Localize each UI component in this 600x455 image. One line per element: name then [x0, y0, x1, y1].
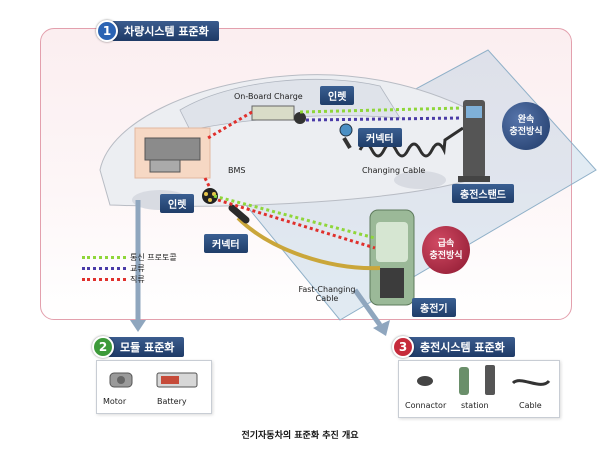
section-3-header: 3 충전시스템 표준화 — [392, 336, 515, 358]
module-item-battery: Battery — [157, 397, 187, 406]
section-2-title: 모듈 표준화 — [108, 337, 185, 357]
fast-charger — [369, 209, 415, 306]
changing-cable-label: Changing Cable — [362, 166, 426, 175]
onboard-charge-label: On-Board Charge — [234, 92, 303, 101]
legend-swatch — [82, 278, 126, 281]
connector-top-head — [339, 123, 353, 137]
inlet-bottom-tag: 인렛 — [160, 194, 195, 213]
stand-icon — [485, 365, 495, 395]
fast-charging-cable — [236, 216, 381, 271]
ac-lines — [305, 116, 463, 122]
motor-icon — [109, 372, 133, 388]
charger-tag: 충전기 — [412, 298, 456, 317]
legend-swatch — [82, 267, 126, 270]
fast-bubble-line2: 충전방식 — [429, 251, 463, 261]
legend-swatch — [82, 256, 126, 259]
charging-item-station: station — [461, 401, 489, 410]
onboard-charger-unit — [251, 105, 295, 121]
legend-item-communication: 통신 프로토콜 — [82, 252, 177, 263]
fast-cable-label-line2: Cable — [315, 294, 339, 303]
slow-charging-bubble: 완속 충전방식 — [502, 102, 550, 150]
legend-item-dc: 직류 — [82, 274, 177, 285]
cable-icon — [511, 379, 551, 386]
figure-caption: 전기자동차의 표준화 추진 개요 — [241, 431, 359, 441]
section-2-header: 2 모듈 표준화 — [92, 336, 185, 358]
legend-label: 통신 프로토콜 — [130, 253, 177, 262]
fast-bubble-line1: 급속 — [437, 239, 455, 249]
module-item-motor: Motor — [103, 397, 127, 406]
charging-item-cable: Cable — [519, 401, 542, 410]
slow-bubble-line2: 충전방식 — [509, 127, 543, 137]
section-2-number: 2 — [92, 336, 114, 358]
station-icon — [459, 367, 469, 395]
slow-bubble-line1: 완속 — [517, 115, 535, 125]
inlet-top-tag: 인렛 — [320, 86, 355, 105]
fast-cable-label-line1: Fast-Changing — [298, 285, 356, 294]
connector-icon — [417, 376, 433, 386]
legend-item-ac: 교류 — [82, 263, 177, 274]
legend: 통신 프로토콜 교류 직류 — [82, 252, 177, 285]
module-box: Motor Battery — [96, 360, 212, 414]
inlet-top-plug — [294, 112, 306, 124]
dc-lines — [203, 110, 376, 250]
charging-item-connactor: Connactor — [405, 401, 447, 410]
charging-box: Connactor station Cable — [398, 360, 560, 418]
section-1-number: 1 — [96, 20, 118, 42]
charging-stand — [458, 100, 490, 182]
bms-label: BMS — [228, 166, 246, 175]
battery-pack — [134, 127, 211, 179]
connector-bottom-tag: 커넥터 — [204, 234, 248, 253]
connector-top-tag: 커넥터 — [358, 128, 402, 147]
fast-cable-label: Fast-Changing Cable — [292, 285, 362, 303]
changing-cable-coil — [358, 126, 464, 158]
fast-charging-bubble: 급속 충전방식 — [422, 226, 470, 274]
arrow-to-charging — [352, 288, 383, 327]
section-3-title: 충전시스템 표준화 — [408, 337, 515, 357]
section-3-number: 3 — [392, 336, 414, 358]
battery-icon — [156, 372, 198, 388]
section-1-title: 차량시스템 표준화 — [112, 21, 219, 41]
section-1-header: 1 차량시스템 표준화 — [96, 20, 219, 42]
legend-label: 교류 — [130, 264, 145, 273]
communication-lines — [213, 106, 463, 240]
legend-label: 직류 — [130, 275, 145, 284]
charging-stand-tag: 충전스탠드 — [452, 184, 514, 203]
